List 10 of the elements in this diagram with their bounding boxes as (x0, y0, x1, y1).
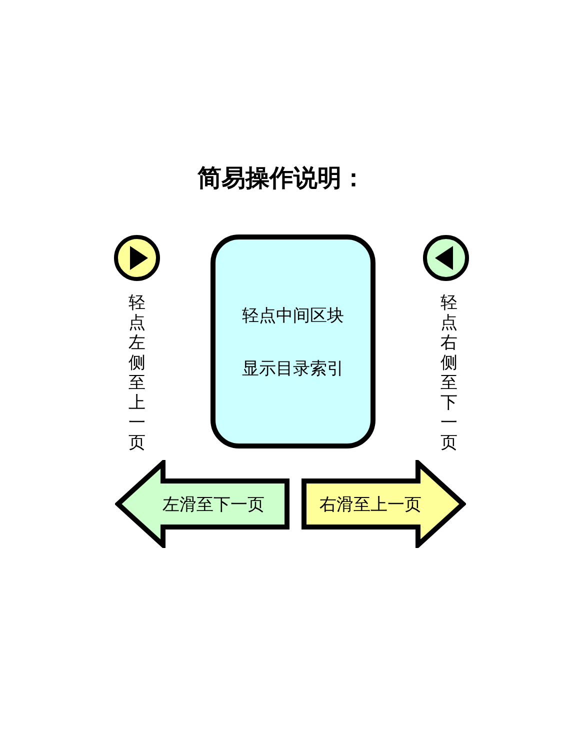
rounded-box (210, 234, 376, 449)
left-arrow (115, 460, 290, 548)
vertical-label: 轻点左侧至上一页 (128, 293, 146, 453)
title: 简易操作说明： (196, 163, 366, 194)
node-text: 显示目录索引 (242, 358, 344, 380)
vertical-label: 轻点右侧至下一页 (440, 293, 458, 453)
node-text: 右滑至上一页 (320, 494, 422, 516)
node-text: 左滑至下一页 (162, 494, 264, 516)
right-arrow (301, 460, 466, 548)
node-text: 轻点中间区块 (242, 304, 344, 326)
